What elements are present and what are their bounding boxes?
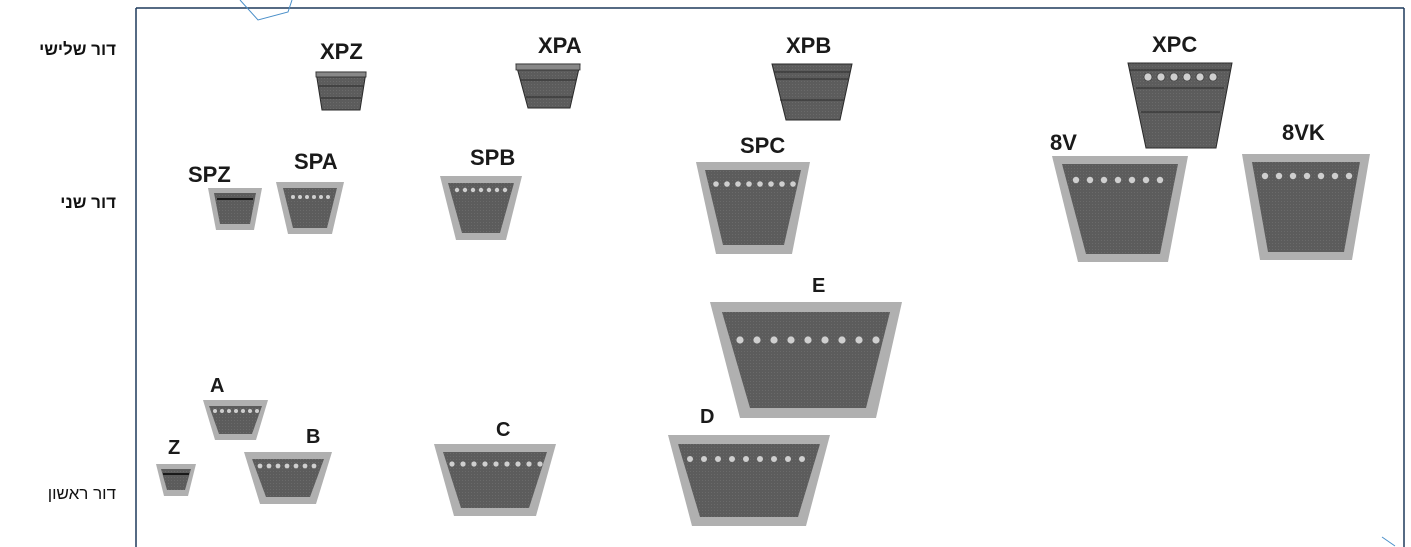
row-label-third-generation: דור שלישי xyxy=(39,40,116,59)
belt-xpb: XPB xyxy=(771,33,853,121)
belt-label-b: B xyxy=(306,426,320,448)
belt-8v: 8V xyxy=(1050,130,1188,262)
belt-label-z: Z xyxy=(168,437,180,459)
belt-label-xpb: XPB xyxy=(786,33,831,58)
belt-label-spc: SPC xyxy=(740,133,785,158)
belt-label-xpc: XPC xyxy=(1152,32,1197,57)
belt-a: A xyxy=(203,375,268,440)
stray-line-bottom xyxy=(1381,536,1396,547)
belt-spb: SPB xyxy=(440,145,522,240)
belt-label-d: D xyxy=(700,406,714,428)
belt-spa: SPA xyxy=(276,149,344,234)
belt-d: D xyxy=(668,406,830,526)
row-label-second-generation: דור שני xyxy=(60,193,116,212)
belt-z: Z xyxy=(156,437,196,496)
belt-xpc: XPC xyxy=(1127,32,1233,149)
stray-line-top xyxy=(239,0,293,21)
belt-spc: SPC xyxy=(696,133,810,254)
belt-label-spa: SPA xyxy=(294,149,338,174)
belt-label-e: E xyxy=(812,275,825,297)
belt-label-spz: SPZ xyxy=(188,162,231,187)
belt-c: C xyxy=(434,419,556,516)
belt-label-8v: 8V xyxy=(1050,130,1077,155)
belt-label-c: C xyxy=(496,419,510,441)
belt-8vk: 8VK xyxy=(1242,120,1370,260)
belt-label-spb: SPB xyxy=(470,145,515,170)
belt-spz: SPZ xyxy=(188,162,262,230)
belt-label-8vk: 8VK xyxy=(1282,120,1325,145)
belt-b: B xyxy=(244,426,332,504)
belt-e: E xyxy=(710,275,902,418)
belt-label-a: A xyxy=(210,375,224,397)
belt-label-xpa: XPA xyxy=(538,33,582,58)
belt-label-xpz: XPZ xyxy=(320,39,363,64)
belt-xpa: XPA xyxy=(515,33,582,109)
belt-xpz: XPZ xyxy=(315,39,367,111)
row-label-first-generation: דור ראשון xyxy=(47,484,116,503)
